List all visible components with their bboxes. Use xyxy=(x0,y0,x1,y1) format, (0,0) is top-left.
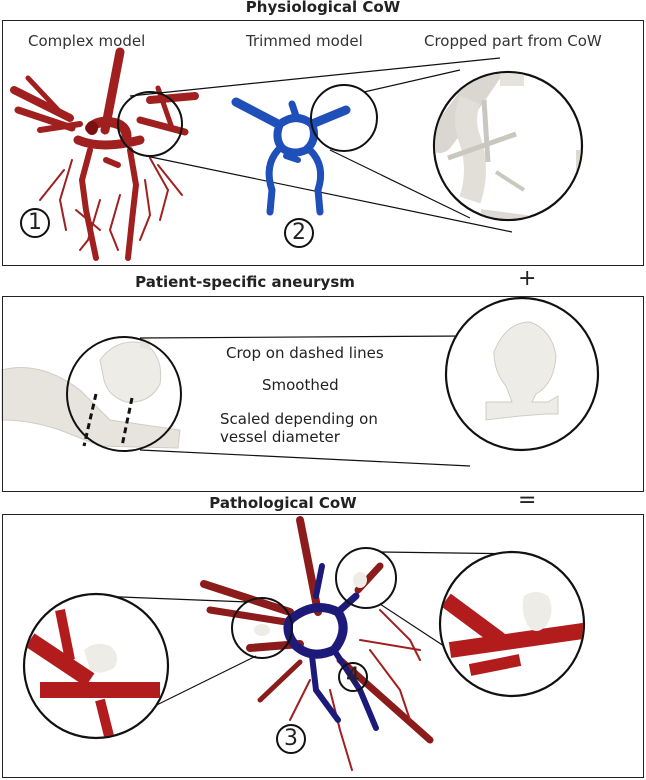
marker-2: 2 xyxy=(284,218,314,248)
aneurysm-source-render xyxy=(1,338,181,449)
cropped-part-label: Cropped part from CoW xyxy=(424,32,602,50)
right-zoom-render xyxy=(441,592,583,676)
aneurysm-title: Patient-specific aneurysm xyxy=(135,273,355,291)
plus-operator: + xyxy=(518,266,537,291)
pathological-panel xyxy=(2,514,644,778)
step-vessel-diameter: vessel diameter xyxy=(220,428,340,446)
equals-operator: = xyxy=(518,488,537,513)
complex-cow-model xyxy=(10,47,199,261)
complex-model-label: Complex model xyxy=(28,32,146,50)
marker-3: 3 xyxy=(276,724,306,754)
left-zoom-render xyxy=(25,609,160,737)
marker-1: 1 xyxy=(20,208,50,238)
aneurysm-panel xyxy=(2,296,644,492)
step-smoothed: Smoothed xyxy=(262,376,339,394)
step-scaled: Scaled depending on xyxy=(220,410,378,428)
aneurysm-processed-render xyxy=(485,321,559,421)
trimmed-model-label: Trimmed model xyxy=(246,32,363,50)
pathological-title: Pathological CoW xyxy=(209,494,357,512)
physiological-title: Physiological CoW xyxy=(245,0,401,16)
marker-4: 4 xyxy=(338,662,368,692)
trimmed-cow-model xyxy=(231,97,351,216)
step-crop: Crop on dashed lines xyxy=(226,344,384,362)
